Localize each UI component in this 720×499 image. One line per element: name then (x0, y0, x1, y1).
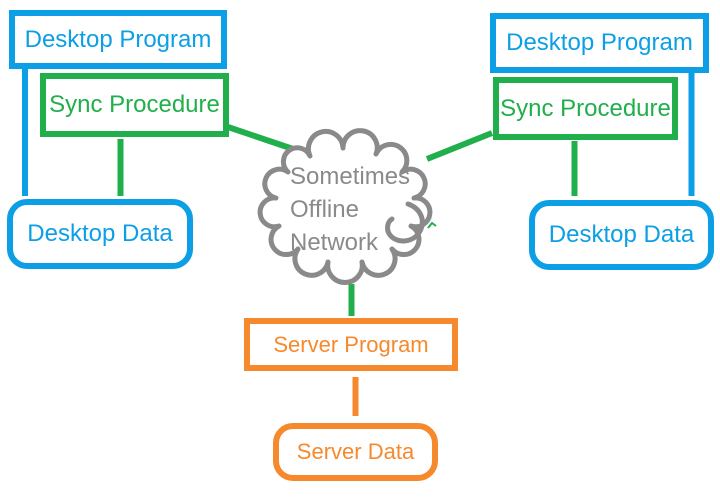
desktop-program-left-label: Desktop Program (24, 25, 212, 53)
server-program-node: Server Program (244, 318, 458, 371)
cloud-shape (257, 128, 433, 285)
desktop-data-left-label: Desktop Data (27, 220, 173, 247)
cloud-network-label: Sometimes Offline Network (290, 160, 410, 259)
sync-procedure-right-node: Sync Procedure (493, 77, 678, 140)
sync-procedure-right-label: Sync Procedure (500, 94, 671, 122)
server-data-label: Server Data (296, 439, 415, 464)
stray-green-mark (427, 221, 437, 229)
desktop-program-left-node: Desktop Program (9, 10, 227, 69)
connector-cloud-to-sync-procedure-right (425, 130, 494, 162)
desktop-data-left-node: Desktop Data (7, 199, 193, 269)
sync-procedure-left-node: Sync Procedure (40, 73, 229, 137)
cloud-label-line-3: Network (290, 229, 379, 256)
cloud-label-line-2: Offline (290, 196, 359, 223)
connector-sync-procedure-left-to-cloud (227, 124, 300, 154)
server-program-label: Server Program (273, 331, 429, 357)
sync-procedure-left-label: Sync Procedure (49, 91, 220, 118)
desktop-program-right-node: Desktop Program (490, 13, 709, 73)
server-data-node: Server Data (273, 423, 438, 481)
desktop-program-right-label: Desktop Program (506, 29, 693, 56)
desktop-data-right-node: Desktop Data (529, 200, 714, 270)
cloud-label-line-1: Sometimes (290, 163, 411, 190)
cloud-inner-curl-icon (385, 201, 425, 244)
desktop-data-right-label: Desktop Data (548, 221, 695, 248)
